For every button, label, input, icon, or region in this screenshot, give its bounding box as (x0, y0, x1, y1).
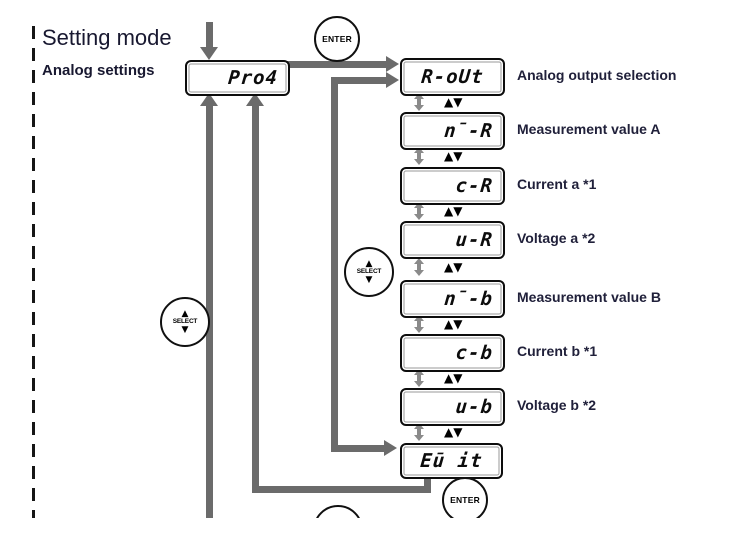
flow-line-wrap-vertical (331, 77, 338, 452)
display-exit: Eū it (400, 443, 503, 479)
triangle-pair-icon: ▲▼ (444, 149, 463, 163)
flow-line-exit-drop (424, 474, 431, 491)
up-down-arrow-icon (414, 202, 424, 220)
display-current-b: c-b (400, 334, 505, 372)
arrow-right-wrap-top-icon (386, 72, 399, 88)
arrow-down-into-pro4-icon (200, 47, 218, 60)
pro4-display: Pro4 (185, 60, 290, 96)
up-down-arrow-icon (414, 369, 424, 387)
flow-line-wrap-top (331, 77, 386, 84)
flow-line-return-horizontal (252, 486, 431, 493)
arrow-up-into-pro4-right-icon (246, 93, 264, 106)
triangle-pair-icon: ▲▼ (444, 371, 463, 385)
label-measurement-a: Measurement value A (517, 121, 661, 137)
label-analog-output: Analog output selection (517, 67, 677, 83)
select-button-middle-icon: ▲ SELECT ▼ (344, 247, 394, 297)
flow-line-wrap-bottom (331, 445, 384, 452)
display-exit-text: Eū it (419, 450, 484, 472)
label-current-a: Current a *1 (517, 176, 597, 192)
up-down-arrow-icon (414, 93, 424, 111)
select-button-label: SELECT (172, 318, 198, 325)
select-button-left-icon: ▲ SELECT ▼ (160, 297, 210, 347)
enter-button-bottom-icon: ENTER (442, 477, 488, 523)
display-measurement-b-text: n̄-b (443, 288, 494, 310)
arrow-right-into-aout-icon (386, 56, 399, 72)
up-down-arrow-icon (414, 258, 424, 276)
display-voltage-a-text: u-R (454, 229, 494, 251)
flow-line-main-down (206, 106, 213, 518)
enter-button-top-label: ENTER (322, 34, 352, 44)
image-crop-mask (0, 518, 739, 535)
up-down-arrow-icon (414, 147, 424, 165)
label-voltage-a: Voltage a *2 (517, 230, 596, 246)
triangle-pair-icon: ▲▼ (444, 317, 463, 331)
up-down-arrow-icon (414, 423, 424, 441)
page-dashed-border (32, 26, 35, 518)
select-down-triangle-icon: ▼ (365, 275, 373, 285)
display-current-a-text: c-R (454, 175, 494, 197)
triangle-pair-icon: ▲▼ (444, 204, 463, 218)
label-current-b: Current b *1 (517, 343, 598, 359)
display-voltage-a: u-R (400, 221, 505, 259)
flow-line-return-vertical (252, 106, 259, 489)
enter-button-top-icon: ENTER (314, 16, 360, 62)
label-measurement-b: Measurement value B (517, 289, 661, 305)
select-down-triangle-icon: ▼ (181, 325, 189, 335)
pro4-display-text: Pro4 (227, 67, 279, 89)
display-analog-output: R-oUt (400, 58, 505, 96)
display-voltage-b: u-b (400, 388, 505, 426)
display-current-a: c-R (400, 167, 505, 205)
arrow-up-into-pro4-left-icon (200, 93, 218, 106)
flow-line-enter-horizontal (285, 61, 386, 68)
display-measurement-a-text: n̄-R (443, 120, 494, 142)
display-analog-output-text: R-oUt (420, 66, 485, 88)
setting-mode-title: Setting mode (42, 25, 172, 50)
up-down-arrow-icon (414, 315, 424, 333)
triangle-pair-icon: ▲▼ (444, 425, 463, 439)
display-measurement-b: n̄-b (400, 280, 505, 318)
enter-button-bottom-label: ENTER (450, 495, 480, 505)
select-up-triangle-icon: ▲ (365, 259, 373, 269)
display-voltage-b-text: u-b (454, 396, 494, 418)
triangle-pair-icon: ▲▼ (444, 260, 463, 274)
arrow-right-into-exit-icon (384, 440, 397, 456)
flow-line-top (206, 22, 213, 47)
select-up-triangle-icon: ▲ (181, 309, 189, 319)
label-voltage-b: Voltage b *2 (517, 397, 597, 413)
triangle-pair-icon: ▲▼ (444, 95, 463, 109)
display-current-b-text: c-b (454, 342, 494, 364)
analog-settings-label: Analog settings (42, 62, 155, 79)
select-button-label: SELECT (356, 268, 382, 275)
display-measurement-a: n̄-R (400, 112, 505, 150)
